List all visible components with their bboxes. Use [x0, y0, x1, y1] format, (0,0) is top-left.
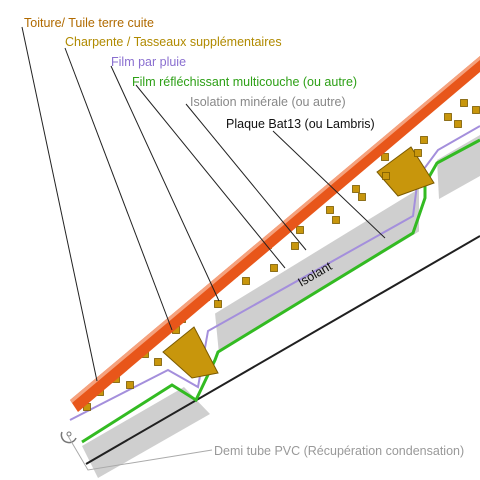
- leader-film-reflechissant: [135, 84, 286, 269]
- reflective-film-line: [81, 138, 480, 444]
- batten-square: [332, 216, 340, 224]
- batten-square: [296, 226, 304, 234]
- plaque-line: [85, 235, 480, 465]
- leader-demi-tube: [67, 435, 213, 471]
- rafter-block: [376, 146, 435, 197]
- label-plaque: Plaque Bat13 (ou Lambris): [226, 117, 375, 131]
- label-film-pluie: Film par pluie: [111, 55, 186, 69]
- leader-plaque: [272, 130, 386, 239]
- batten-square: [414, 149, 422, 157]
- label-charpente: Charpente / Tasseaux supplémentaires: [65, 35, 282, 49]
- batten-square: [460, 99, 468, 107]
- leader-charpente: [64, 47, 173, 331]
- roof-tile-highlight: [70, 56, 480, 403]
- label-toiture: Toiture/ Tuile terre cuite: [24, 16, 154, 30]
- batten-square: [454, 120, 462, 128]
- leader-lines: [21, 26, 386, 471]
- batten-square: [242, 277, 250, 285]
- pvc-half-tube: [60, 431, 77, 444]
- batten-square: [472, 106, 480, 114]
- leader-film-pluie: [110, 65, 220, 302]
- leader-isolation: [185, 103, 307, 251]
- rafter-block: [162, 326, 219, 379]
- batten-square: [270, 264, 278, 272]
- rain-film-line: [69, 125, 480, 421]
- pvc-half-tube-end: [66, 431, 72, 437]
- rafters: [162, 146, 435, 379]
- batten-square: [126, 381, 134, 389]
- batten-square: [420, 136, 428, 144]
- batten-square: [326, 206, 334, 214]
- label-film-reflechissant: Film réfléchissant multicouche (ou autre…: [132, 75, 357, 89]
- batten-square: [382, 172, 390, 180]
- label-demi-tube: Demi tube PVC (Récupération condensation…: [214, 444, 464, 458]
- batten-square: [381, 153, 389, 161]
- batten-square: [214, 300, 222, 308]
- batten-square: [291, 242, 299, 250]
- batten-square: [352, 185, 360, 193]
- leader-toiture: [21, 26, 98, 382]
- batten-square: [444, 113, 452, 121]
- battens: [83, 99, 480, 411]
- batten-square: [358, 193, 366, 201]
- label-isolation: Isolation minérale (ou autre): [190, 95, 346, 109]
- insulation-panel: [437, 135, 480, 199]
- batten-square: [154, 358, 162, 366]
